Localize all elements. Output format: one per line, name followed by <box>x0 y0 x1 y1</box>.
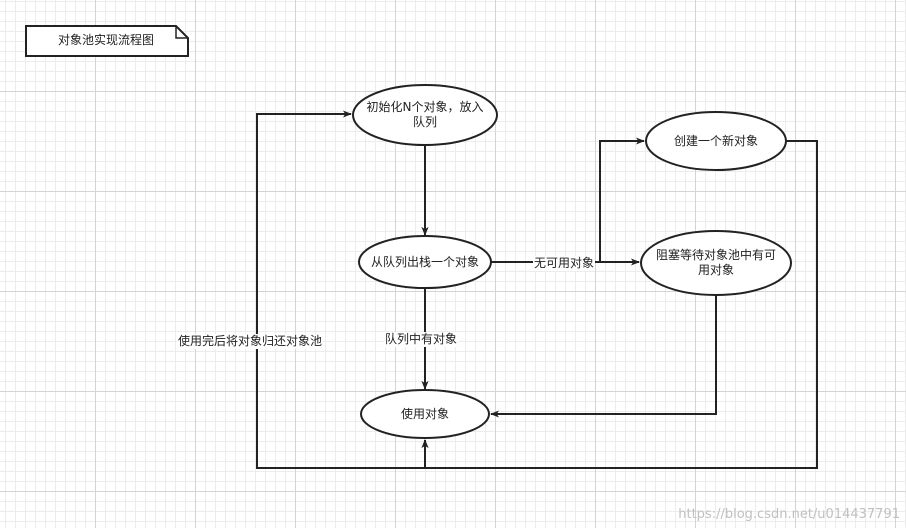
edge-return-to-init[interactable] <box>256 110 425 469</box>
node-use-label: 使用对象 <box>400 406 449 421</box>
edge-block-to-use[interactable] <box>490 295 717 418</box>
title-note-label: 对象池实现流程图 <box>57 33 154 47</box>
node-init-label: 初始化N个对象，放入队列 <box>366 100 484 129</box>
node-block-label: 阻塞等待对象池中有可用对象 <box>655 248 776 277</box>
watermark-text: https://blog.csdn.net/u014437791 <box>678 507 900 522</box>
node-create-label: 创建一个新对象 <box>673 133 758 148</box>
node-create-shape[interactable] <box>645 111 787 171</box>
edge-label-return-to-pool: 使用完后将对象归还对象池 <box>177 334 324 349</box>
node-use-shape[interactable] <box>360 389 490 439</box>
title-note-fold <box>175 26 188 39</box>
title-note-shape[interactable] <box>25 25 189 57</box>
edge-label-no-available: 无可用对象 <box>533 256 596 271</box>
edge-label-has-object: 队列中有对象 <box>384 332 459 347</box>
node-dequeue-label: 从队列出栈一个对象 <box>370 254 479 269</box>
edge-branch-to-create[interactable] <box>599 137 645 262</box>
edge-create-to-use[interactable] <box>421 140 818 469</box>
